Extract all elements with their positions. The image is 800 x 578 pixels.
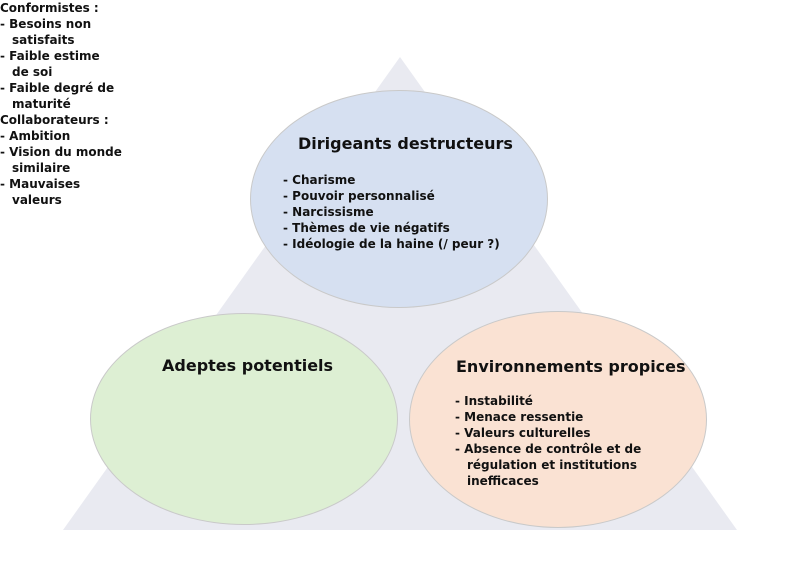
list-item: - Idéologie de la haine (/ peur ?) [283,237,500,251]
environments-ellipse [409,311,707,528]
list-item: - Charisme [283,173,356,187]
list-item: - Instabilité [455,394,533,408]
followers-ellipse [90,313,398,525]
list-item: - Ambition [0,129,71,143]
list-item: - Absence de contrôle et de régulation e… [455,442,642,488]
leaders-list: - Charisme - Pouvoir personnalisé - Narc… [283,172,500,252]
conformists-heading: Conformistes : [0,1,99,15]
list-item: - Faible degré de maturité [0,81,115,111]
list-item: - Pouvoir personnalisé [283,189,435,203]
list-item: - Vision du monde similaire [0,145,122,175]
list-item: - Valeurs culturelles [455,426,591,440]
environments-title: Environnements propices [456,357,686,376]
list-item: - Besoins non satisfaits [0,17,92,47]
conformists-column: Conformistes : - Besoins non satisfaits … [0,0,120,112]
list-item: - Menace ressentie [455,410,584,424]
list-item: - Narcissisme [283,205,374,219]
list-item: - Thèmes de vie négatifs [283,221,450,235]
collaborators-list: - Ambition - Vision du monde similaire -… [0,128,125,208]
conformists-list: - Besoins non satisfaits - Faible estime… [0,16,120,112]
leaders-ellipse [250,90,548,308]
environments-list: - Instabilité - Menace ressentie - Valeu… [455,393,655,489]
followers-title: Adeptes potentiels [162,356,334,375]
collaborators-heading: Collaborateurs : [0,113,109,127]
list-item: - Mauvaises valeurs [0,177,81,207]
collaborators-column: Collaborateurs : - Ambition - Vision du … [0,112,125,208]
list-item: - Faible estime de soi [0,49,100,79]
leaders-title: Dirigeants destructeurs [298,134,513,153]
